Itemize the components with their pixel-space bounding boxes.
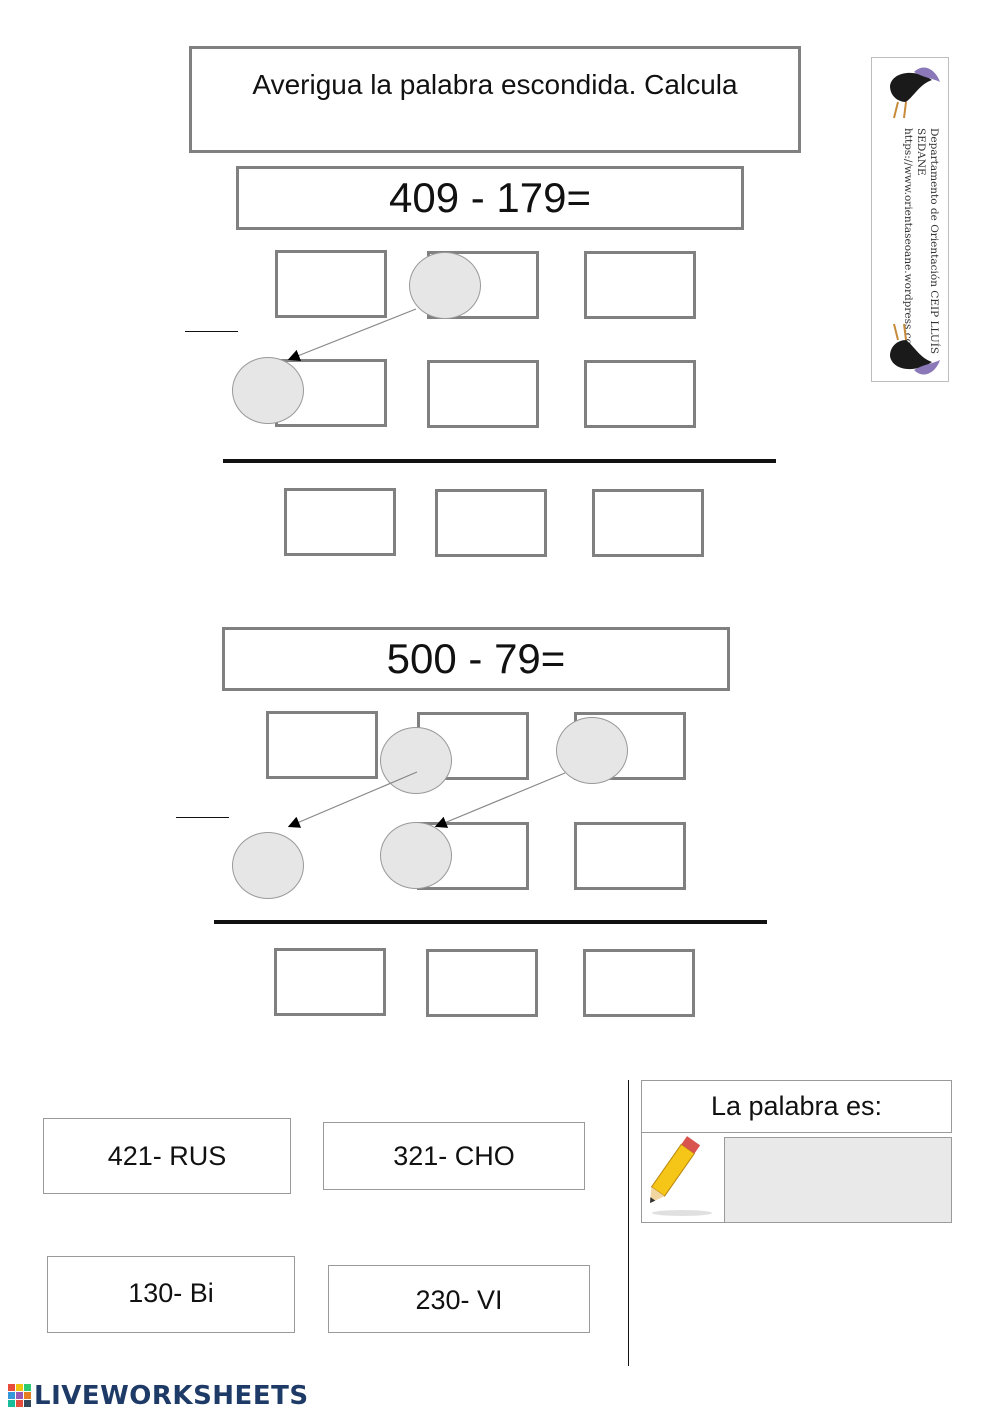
problem1-equation-box: 409 - 179= xyxy=(236,166,744,230)
p1-carry-circle-hundreds[interactable] xyxy=(232,357,304,424)
problem2-equation-box: 500 - 79= xyxy=(222,627,730,691)
answer-input[interactable] xyxy=(724,1137,952,1223)
problem2-equation: 500 - 79= xyxy=(386,635,566,682)
instruction-box: Averigua la palabra escondida. Calcula xyxy=(189,46,801,153)
p1-subtrahend-tens[interactable] xyxy=(427,360,539,428)
p2-arrow-tens xyxy=(287,771,418,828)
option-card-rus[interactable]: 421- RUS xyxy=(43,1118,291,1194)
p1-sign-line xyxy=(185,331,238,332)
problem1-equation: 409 - 179= xyxy=(388,174,591,221)
p1-subtrahend-units[interactable] xyxy=(584,360,696,428)
bird-icon-bottom xyxy=(890,323,940,375)
p1-minuend-hundreds[interactable] xyxy=(275,250,387,318)
option-label: 421- RUS xyxy=(107,1141,227,1171)
bird-icon xyxy=(890,67,940,119)
section-divider xyxy=(628,1080,629,1366)
liveworksheets-logo-icon xyxy=(8,1384,31,1407)
p1-result-line xyxy=(223,459,776,463)
answer-label-box: La palabra es: xyxy=(641,1080,952,1133)
p2-minuend-hundreds[interactable] xyxy=(266,711,378,779)
answer-label: La palabra es: xyxy=(710,1091,883,1121)
pencil-cell xyxy=(641,1133,724,1223)
brand-footer: LIVEWORKSHEETS xyxy=(8,1381,309,1411)
p1-result-units[interactable] xyxy=(592,489,704,557)
option-card-cho[interactable]: 321- CHO xyxy=(323,1122,585,1190)
p2-result-tens[interactable] xyxy=(426,949,538,1017)
p1-result-hundreds[interactable] xyxy=(284,488,396,556)
p2-carry-circle-hundreds[interactable] xyxy=(232,832,304,899)
p2-sign-line xyxy=(176,817,229,818)
p2-carry-circle-tens[interactable] xyxy=(380,822,452,889)
p1-arrow xyxy=(287,308,417,362)
p2-borrow-circle-units[interactable] xyxy=(556,717,628,784)
brand-name: LIVEWORKSHEETS xyxy=(34,1381,309,1411)
p2-arrow-units xyxy=(434,772,566,828)
option-label: 230- VI xyxy=(415,1285,503,1315)
p1-result-tens[interactable] xyxy=(435,489,547,557)
p1-minuend-units[interactable] xyxy=(584,251,696,319)
p1-borrow-circle-tens[interactable] xyxy=(409,252,481,319)
p2-result-line xyxy=(214,920,767,924)
instruction-text: Averigua la palabra escondida. Calcula xyxy=(252,69,738,100)
option-card-bi[interactable]: 130- Bi xyxy=(47,1256,295,1333)
option-card-vi[interactable]: 230- VI xyxy=(328,1265,590,1333)
pencil-icon xyxy=(650,1136,712,1216)
p2-result-units[interactable] xyxy=(583,949,695,1017)
p2-subtrahend-units[interactable] xyxy=(574,822,686,890)
option-label: 321- CHO xyxy=(393,1141,515,1171)
option-label: 130- Bi xyxy=(128,1278,214,1308)
school-logo: Departamento de Orientación CEIP LLUÍS S… xyxy=(871,57,949,382)
p2-result-hundreds[interactable] xyxy=(274,948,386,1016)
